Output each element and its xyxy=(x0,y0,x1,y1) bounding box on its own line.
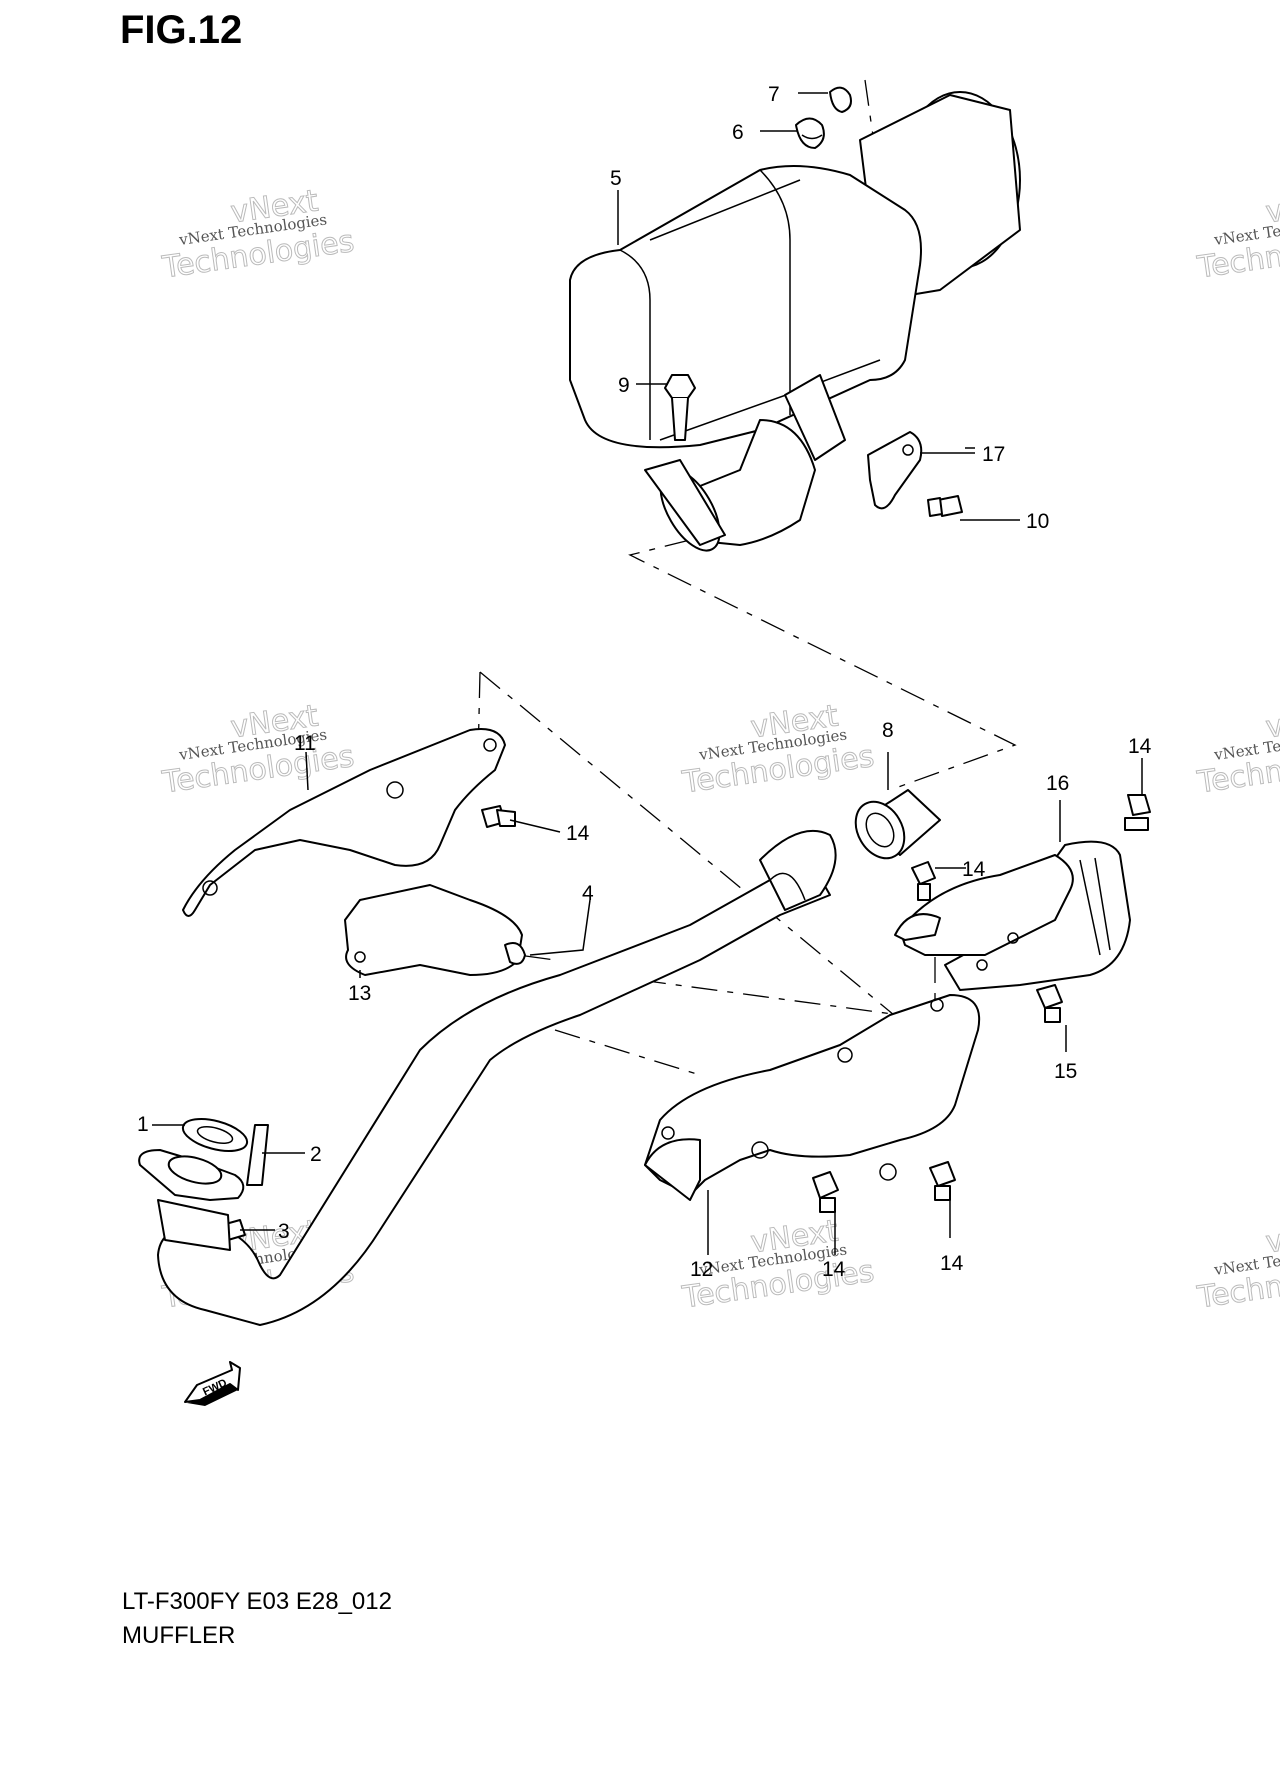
exhaust-pipe-part-4 xyxy=(157,829,837,1326)
callout-12: 12 xyxy=(690,1258,713,1281)
callout-14: 14 xyxy=(940,1252,964,1275)
gasket-part-1 xyxy=(181,1118,249,1152)
watermark: Technologies vNext Technologies vNext xyxy=(159,698,357,801)
section-name: MUFFLER xyxy=(122,1622,236,1649)
callout-labels: 7 6 5 9 17 10 11 8 14 16 14 14 4 13 15 1… xyxy=(137,83,1152,1281)
watermark: Technologies vNext Technologies vNext xyxy=(1194,1213,1280,1316)
watermark: Technologies vNext Technologies vNext xyxy=(1194,183,1280,286)
bracket-part-17 xyxy=(867,431,923,510)
muffler-body xyxy=(569,91,1021,461)
bolt-part-9 xyxy=(664,374,696,441)
forward-direction-arrow: FWD xyxy=(184,1361,241,1406)
stud-part-2 xyxy=(246,1124,269,1186)
bolt-part-14 xyxy=(812,1171,839,1213)
callout-13: 13 xyxy=(348,982,371,1005)
callout-1: 1 xyxy=(137,1113,149,1136)
bolt-part-14 xyxy=(1124,794,1151,831)
bolt-part-14 xyxy=(481,805,516,828)
heat-shield-part-16 xyxy=(894,840,1131,991)
bolt-part-14 xyxy=(911,861,936,901)
callout-9: 9 xyxy=(618,374,630,397)
callout-11: 11 xyxy=(294,732,316,755)
svg-text:vNext: vNext xyxy=(1264,184,1280,231)
heat-shield-part-12 xyxy=(644,994,981,1201)
svg-text:vNext: vNext xyxy=(1264,699,1280,746)
grommet-part-6 xyxy=(795,117,825,149)
figure-title: FIG.12 xyxy=(120,8,243,52)
pipe-flange xyxy=(138,1149,245,1251)
bolt-part-15 xyxy=(1036,984,1063,1023)
bolt-part-10 xyxy=(927,495,963,517)
callout-10: 10 xyxy=(1026,510,1049,533)
callout-4: 4 xyxy=(582,882,594,905)
callout-15: 15 xyxy=(1054,1060,1077,1083)
callout-16: 16 xyxy=(1046,772,1069,795)
model-code: LT-F300FY E03 E28_012 xyxy=(122,1588,392,1615)
watermark: Technologies vNext Technologies vNext xyxy=(1194,698,1280,801)
bracket-part-13 xyxy=(344,884,526,976)
watermark: Technologies vNext Technologies vNext xyxy=(159,183,357,286)
callout-14: 14 xyxy=(822,1258,846,1281)
leader-lines xyxy=(152,92,1143,1255)
callout-17: 17 xyxy=(982,443,1005,466)
callout-7: 7 xyxy=(768,83,780,106)
watermark: Technologies vNext Technologies vNext xyxy=(679,698,877,801)
bushing-part-8 xyxy=(854,789,941,860)
callout-14: 14 xyxy=(962,858,986,881)
callout-14: 14 xyxy=(566,822,590,845)
heat-shield-part-11 xyxy=(182,728,506,917)
bolt-part-14 xyxy=(929,1161,956,1201)
callout-14: 14 xyxy=(1128,735,1152,758)
callout-3: 3 xyxy=(278,1220,290,1243)
clip-part-7 xyxy=(829,86,852,113)
callout-8: 8 xyxy=(882,719,894,742)
callout-2: 2 xyxy=(310,1143,322,1166)
svg-text:vNext: vNext xyxy=(1264,1214,1280,1261)
muffler-inlet-pipe xyxy=(644,419,816,552)
callout-5: 5 xyxy=(610,167,622,190)
callout-6: 6 xyxy=(732,121,744,144)
